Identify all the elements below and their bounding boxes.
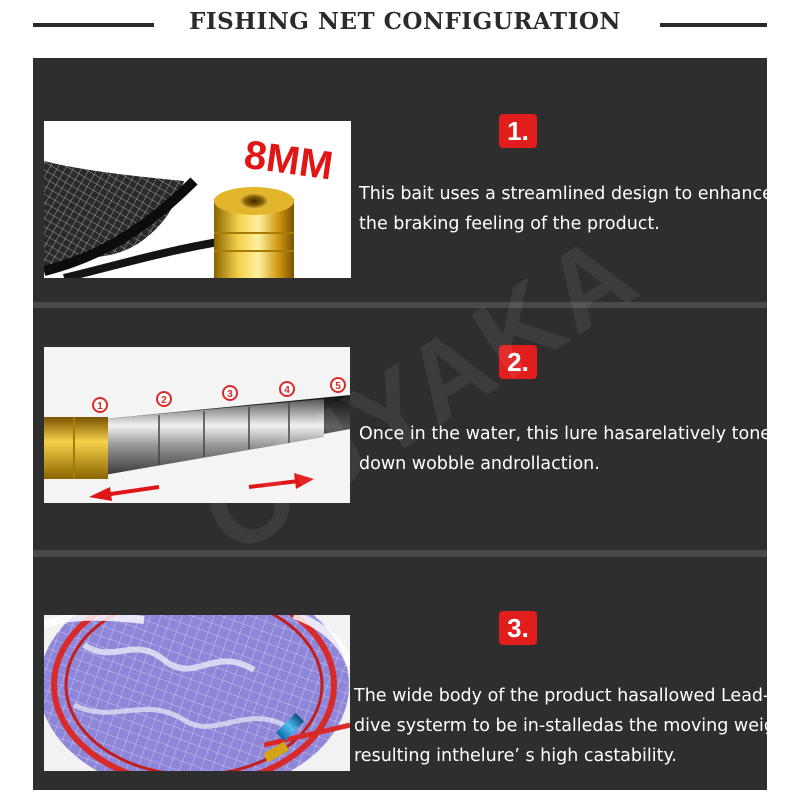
description-line: The wide body of the product hasallowed … — [354, 686, 767, 706]
description-line: Once in the water, this lure hasarelativ… — [359, 424, 767, 444]
arrow-left-icon — [89, 485, 160, 501]
size-label: 8MM — [241, 133, 335, 189]
segment-number: 3 — [227, 389, 233, 400]
thread-connector-illustration: 8MM — [44, 133, 336, 278]
step-description-3: The wide body of the product hasallowed … — [354, 681, 767, 771]
page-title: FISHING NET CONFIGURATION — [189, 8, 621, 35]
config-section-1: 8MM 1. This bait uses a streamlined desi… — [33, 58, 767, 302]
description-line: resulting inthelure’ s high castability. — [354, 746, 677, 766]
step-badge-2: 2. — [499, 345, 537, 379]
description-line: This bait uses a streamlined design to e… — [359, 184, 767, 204]
description-line: down wobble androllaction. — [359, 454, 600, 474]
config-section-2: 1 2 3 4 5 2. Once in the water, thi — [33, 308, 767, 550]
configuration-panel: 8MM 1. This bait uses a streamlined desi… — [33, 58, 767, 790]
step-badge-1: 1. — [499, 114, 537, 148]
thread-connector-image: 8MM — [44, 121, 351, 278]
step-description-2: Once in the water, this lure hasarelativ… — [359, 419, 767, 479]
step-description-1: This bait uses a streamlined design to e… — [359, 179, 767, 239]
description-line: the braking feeling of the product. — [359, 214, 660, 234]
config-section-3: 3. The wide body of the product hasallow… — [33, 557, 767, 790]
description-line: dive systerm to be in-stalledas the movi… — [354, 716, 767, 736]
telescopic-pole-image: 1 2 3 4 5 — [44, 347, 350, 503]
segment-number: 2 — [161, 395, 167, 406]
arrow-right-icon — [248, 473, 314, 489]
segment-number: 4 — [284, 385, 290, 396]
segment-number: 5 — [335, 381, 341, 392]
segment-number: 1 — [97, 401, 103, 412]
page-header: FISHING NET CONFIGURATION — [0, 0, 800, 52]
telescopic-pole-illustration: 1 2 3 4 5 — [44, 377, 350, 501]
net-hoop-illustration — [44, 615, 350, 771]
step-badge-3: 3. — [499, 611, 537, 645]
net-hoop-image — [44, 615, 350, 771]
header-rule-right — [660, 23, 767, 27]
header-rule-left — [33, 23, 154, 27]
